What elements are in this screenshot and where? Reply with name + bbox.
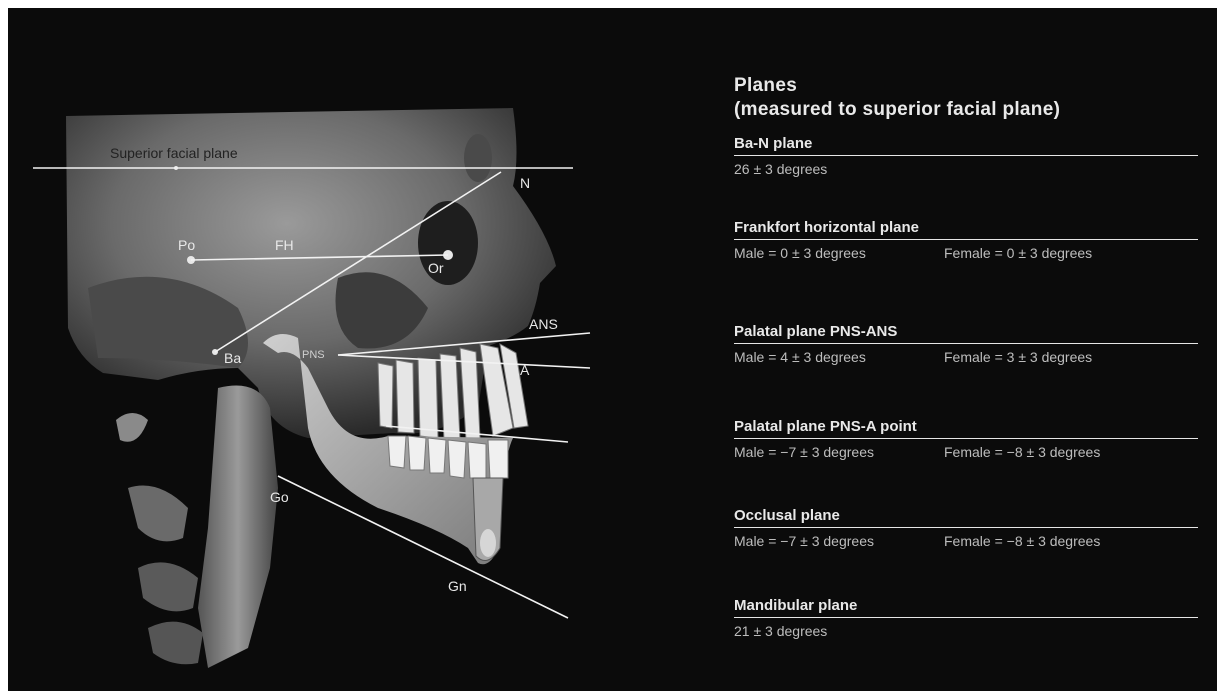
legend-title-line1: Planes (734, 74, 1198, 98)
label-gn: Gn (448, 578, 467, 594)
plane-value-female: Female = −8 ± 3 degrees (944, 442, 1100, 462)
plane-value: 26 ± 3 degrees (734, 159, 827, 179)
plane-name: Ba-N plane (734, 134, 1198, 156)
label-go: Go (270, 489, 289, 505)
plane-value-male: Male = 4 ± 3 degrees (734, 347, 866, 367)
plane-name: Palatal plane PNS-ANS (734, 322, 1198, 344)
label-pns: PNS (302, 349, 325, 361)
plane-value-female: Female = 3 ± 3 degrees (944, 347, 1092, 367)
plane-value: 21 ± 3 degrees (734, 621, 827, 641)
label-n: N (520, 175, 530, 191)
plane-name: Occlusal plane (734, 506, 1198, 528)
orbit-highlight (464, 134, 492, 182)
plane-value-male: Male = −7 ± 3 degrees (734, 442, 874, 462)
plane-entry: Mandibular plane 21 ± 3 degrees (734, 596, 1198, 641)
planes-legend: Planes (measured to superior facial plan… (734, 74, 1198, 122)
plane-values: Male = 0 ± 3 degrees Female = 0 ± 3 degr… (734, 243, 1198, 263)
plane-entry: Frankfort horizontal plane Male = 0 ± 3 … (734, 218, 1198, 263)
plane-entry: Palatal plane PNS-ANS Male = 4 ± 3 degre… (734, 322, 1198, 367)
plane-name: Palatal plane PNS-A point (734, 417, 1198, 439)
plane-name: Frankfort horizontal plane (734, 218, 1198, 240)
label-ba: Ba (224, 350, 241, 366)
label-ans: ANS (529, 316, 558, 332)
plane-values: 21 ± 3 degrees (734, 621, 1198, 641)
label-fh: FH (275, 237, 294, 253)
plane-name: Mandibular plane (734, 596, 1198, 618)
plane-values: 26 ± 3 degrees (734, 159, 1198, 179)
figure-panel: Superior facial plane N Po FH Or ANS PNS… (8, 8, 1217, 691)
plane-value-female: Female = −8 ± 3 degrees (944, 531, 1100, 551)
plane-entry: Occlusal plane Male = −7 ± 3 degrees Fem… (734, 506, 1198, 551)
plane-entry: Palatal plane PNS-A point Male = −7 ± 3 … (734, 417, 1198, 462)
label-po: Po (178, 237, 195, 253)
plane-values: Male = −7 ± 3 degrees Female = −8 ± 3 de… (734, 531, 1198, 551)
label-or: Or (428, 260, 444, 276)
plane-values: Male = 4 ± 3 degrees Female = 3 ± 3 degr… (734, 347, 1198, 367)
orbit-shape (418, 201, 478, 285)
plane-entry: Ba-N plane 26 ± 3 degrees (734, 134, 1198, 179)
plane-value-female: Female = 0 ± 3 degrees (944, 243, 1092, 263)
skull-diagram: Superior facial plane N Po FH Or ANS PNS… (8, 8, 608, 691)
plane-value-male: Male = −7 ± 3 degrees (734, 531, 874, 551)
label-a: A (520, 362, 530, 378)
cervical-spine (116, 386, 278, 669)
legend-title-line2: (measured to superior facial plane) (734, 98, 1198, 122)
chin-detail (480, 529, 496, 557)
plane-value-male: Male = 0 ± 3 degrees (734, 243, 866, 263)
plane-values: Male = −7 ± 3 degrees Female = −8 ± 3 de… (734, 442, 1198, 462)
label-superior-facial-plane: Superior facial plane (110, 145, 238, 161)
